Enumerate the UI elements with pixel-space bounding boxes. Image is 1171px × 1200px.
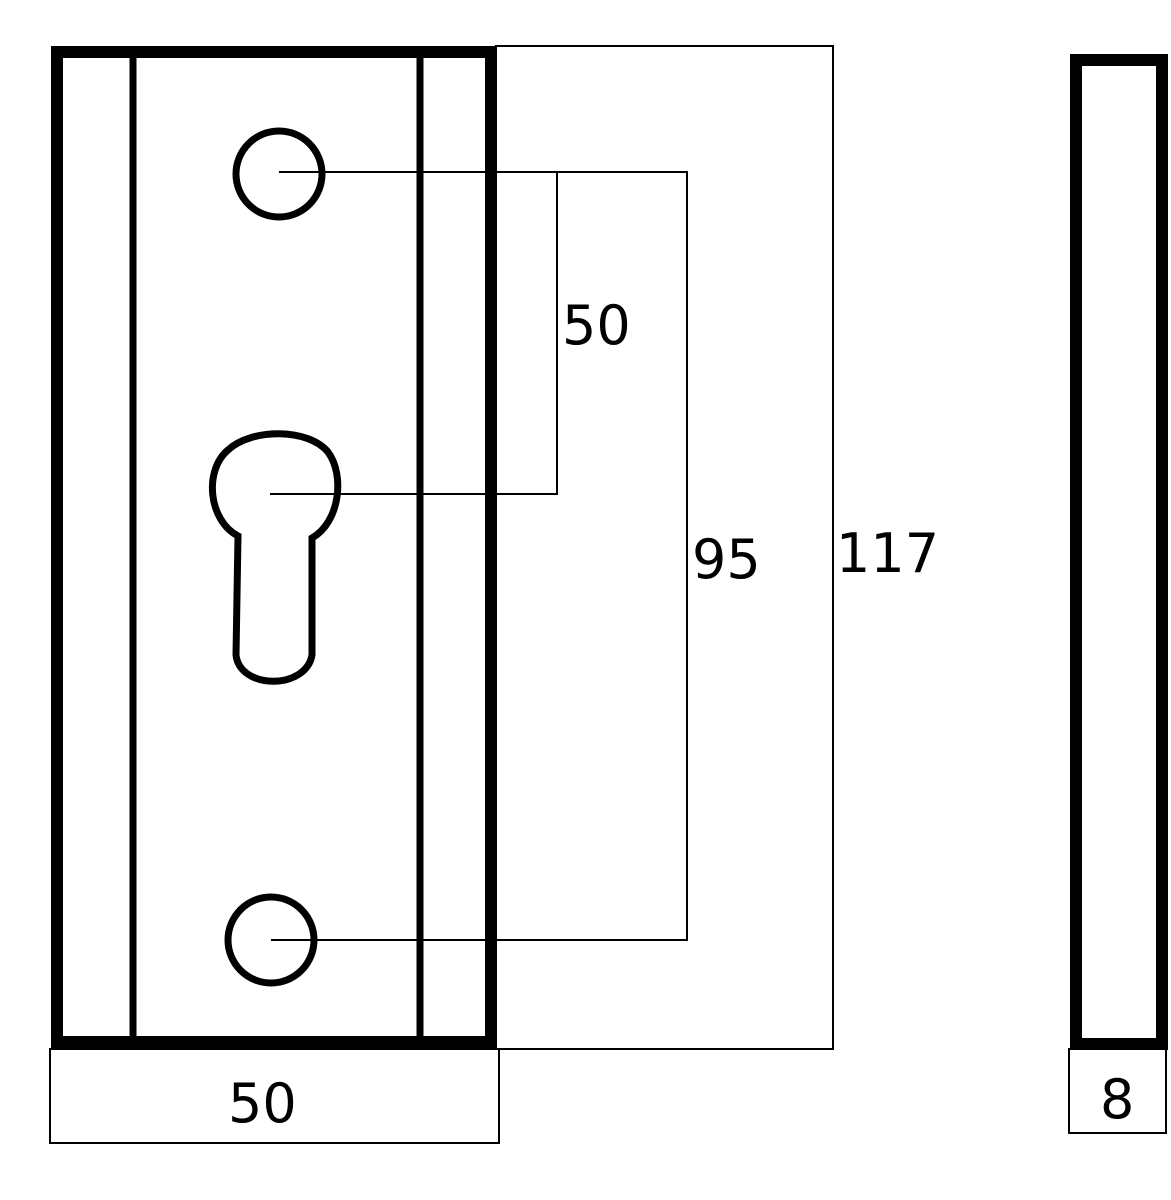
- label-screw-to-screw: 95: [692, 528, 761, 591]
- label-screw-to-keyhole: 50: [562, 294, 631, 357]
- plate-outline: [51, 46, 497, 1048]
- side-profile: [1070, 54, 1168, 1050]
- front-view: [51, 46, 497, 1048]
- dim-box-plate-width: [49, 1048, 500, 1144]
- keyhole-cutout: [208, 430, 342, 685]
- dim-line-overall-height: [495, 45, 834, 1050]
- label-plate-thickness: 8: [1100, 1068, 1134, 1131]
- label-overall-height: 117: [836, 522, 939, 585]
- side-view: [1070, 54, 1168, 1050]
- dim-line-screw-to-screw: [271, 171, 688, 941]
- dimension-lines: [49, 45, 1167, 1144]
- label-plate-width: 50: [228, 1072, 297, 1135]
- dim-line-screw-to-keyhole: [270, 171, 558, 495]
- dimension-labels: 50 95 117 50 8: [228, 294, 1134, 1135]
- top-screw-hole: [232, 127, 326, 221]
